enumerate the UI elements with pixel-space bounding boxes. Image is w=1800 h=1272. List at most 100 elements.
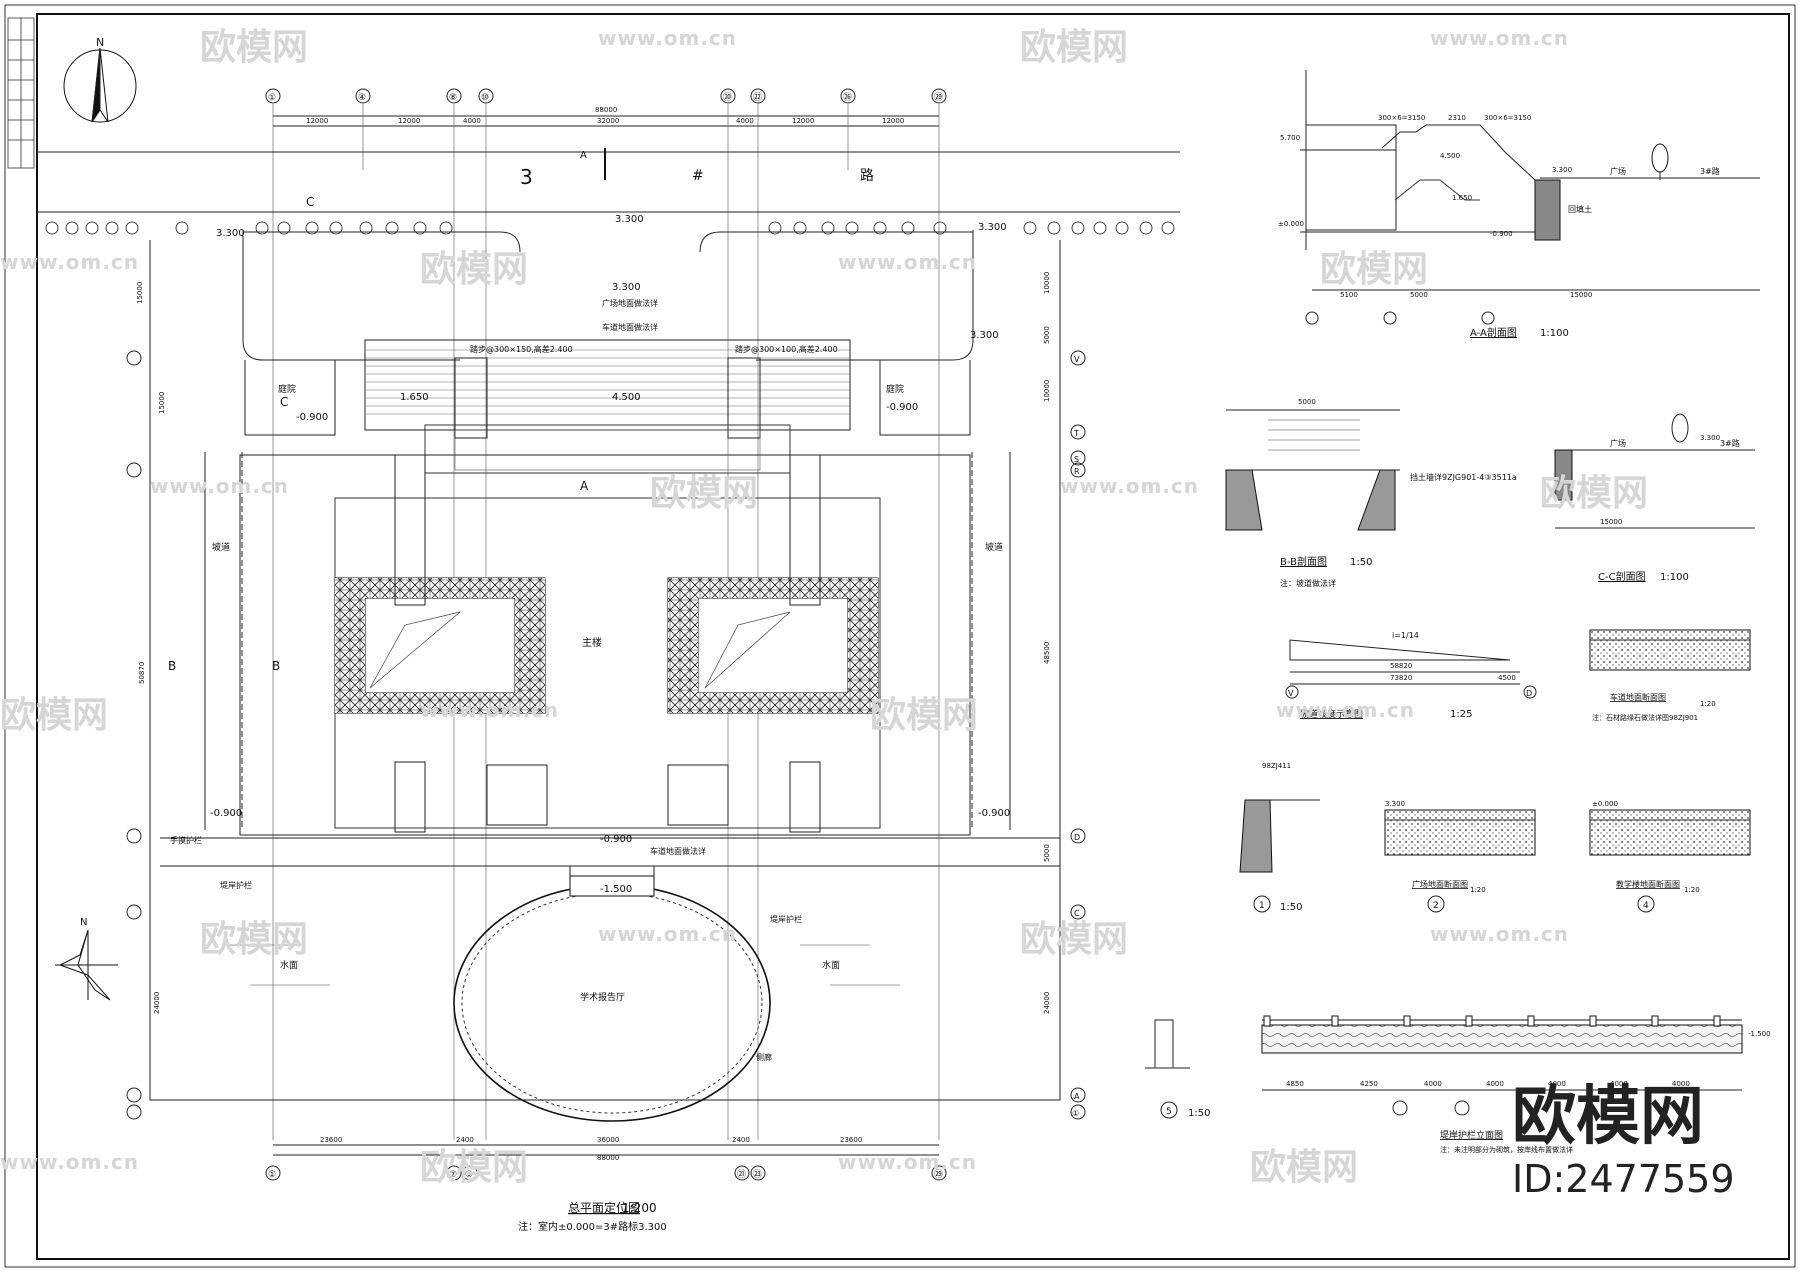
watermark-url: www.om.cn: [1430, 922, 1570, 946]
courtyard-left: 庭院: [278, 383, 296, 395]
aa-title: A-A剖面图: [1470, 326, 1517, 339]
cc-elev: 3.300: [1700, 434, 1720, 442]
elev-4: 3.300: [612, 282, 641, 293]
dim-bottom-3: 36000: [597, 1136, 619, 1144]
wind-rose: N: [55, 917, 118, 1001]
ramp-dim-1: 58820: [1390, 662, 1412, 670]
watermark-url: www.om.cn: [1276, 698, 1416, 722]
detail-1: 98ZJ411 1 1:50: [1239, 762, 1320, 913]
dim-top-1: 12000: [306, 117, 328, 125]
aa-elev-6: -0.900: [1490, 230, 1513, 238]
grid-top-10: ⑩: [481, 93, 489, 103]
d2-elev: 3.300: [1385, 800, 1405, 808]
d4-scale: 1:20: [1684, 886, 1700, 894]
dim-right-2: 5000: [1043, 326, 1051, 344]
section-a-top: A: [580, 150, 587, 161]
main-building-label: 主楼: [582, 636, 602, 649]
aa-elev-3: 4.500: [1440, 152, 1460, 160]
bb-scale: 1:50: [1350, 557, 1372, 568]
atrium-right: [667, 577, 879, 714]
north-label: N: [96, 36, 104, 49]
elev-3: 3.300: [978, 222, 1007, 233]
d2-num: 2: [1433, 901, 1439, 911]
dim-total-bottom: 88000: [597, 1154, 619, 1162]
elev-7: 4.500: [612, 392, 641, 403]
elev-6: 1.650: [400, 392, 429, 403]
section-c-mark: C: [306, 195, 314, 209]
site-plan: N ① ④ ⑧ ⑩ ⑳ ㉒ ㉖ ㉙ 88000 12000 12000: [37, 36, 1180, 1233]
watermark-brand: 欧模网: [420, 249, 529, 290]
dim-left-1: 15000: [136, 282, 144, 304]
brand-id: ID:2477559: [1512, 1157, 1735, 1201]
road-number: 3: [520, 165, 533, 189]
dim-bottom-4: 2400: [732, 1136, 750, 1144]
d4-elev: ±0.000: [1592, 800, 1618, 808]
rail-dim-3: 4000: [1424, 1080, 1442, 1088]
handrail-label: 手摸护栏: [170, 835, 202, 845]
detail-4: ±0.000 4 教学楼地面断面图 1:20: [1589, 800, 1751, 913]
grid-top: ① ④ ⑧ ⑩ ⑳ ㉒ ㉖ ㉙: [265, 88, 947, 104]
cc-road: 3#路: [1720, 438, 1740, 448]
bb-title: B-B剖面图: [1280, 555, 1327, 568]
dim-right-5: 5000: [1043, 844, 1051, 862]
rail-title: 堤岸护栏立面图: [1440, 1129, 1503, 1141]
elev-1: 3.300: [216, 228, 245, 239]
aa-road: 3#路: [1700, 166, 1720, 176]
grid-top-22: ㉒: [753, 92, 762, 103]
grid-right-r: R: [1074, 467, 1080, 476]
north-arrow: N: [63, 36, 137, 123]
brand-badge: 欧模网 ID:2477559: [1512, 1085, 1735, 1201]
rail-dim-6: 4000: [1610, 1080, 1628, 1088]
dim-right-1: 10000: [1043, 272, 1051, 294]
aa-dim-1: 5100: [1340, 291, 1358, 299]
watermark-brand: 欧模网: [870, 695, 979, 736]
d5-scale: 1:50: [1188, 1108, 1210, 1119]
elev-5: 3.300: [970, 330, 999, 341]
watermark-brand: 欧模网: [1540, 473, 1649, 514]
watermark-brand: 欧模网: [1020, 27, 1129, 68]
watermark-brand: 欧模网: [1020, 919, 1129, 960]
elev-13: -1.500: [600, 884, 632, 895]
detail-5: 5 1:50: [1145, 1019, 1210, 1119]
brand-logo: 欧模网: [1512, 1080, 1704, 1154]
watermark-url: www.om.cn: [0, 1150, 140, 1174]
section-a-mark: A: [580, 479, 589, 493]
road-3: 3 # 路 A: [37, 148, 1180, 213]
road-char: 路: [860, 168, 874, 184]
courtyard-right: 庭院: [886, 383, 904, 395]
d4-title: 教学楼地面断面图: [1616, 879, 1680, 889]
cc-scale: 1:100: [1660, 572, 1689, 583]
corridor-label: 侧廊: [756, 1052, 772, 1062]
dim-left-2: 15000: [158, 392, 166, 414]
grid-bottom-7: ⑦: [449, 1170, 457, 1180]
bank-rail-right: 堤岸护栏: [770, 914, 802, 924]
watermark-url: www.om.cn: [1060, 474, 1200, 498]
elev-12: -0.900: [600, 834, 632, 845]
grid-right-d: D: [1074, 833, 1080, 842]
dim-top-6: 12000: [792, 117, 814, 125]
watermark-url: www.om.cn: [598, 26, 738, 50]
section-b-left: B: [168, 659, 176, 673]
grid-bottom-1: ①: [268, 1170, 276, 1180]
road-section-title: 车道地面断面图: [1610, 692, 1666, 702]
dim-right-6: 24000: [1043, 992, 1051, 1014]
rail-note: 注：未注明部分为砌筑，按岸线布置做法详: [1440, 1145, 1573, 1154]
watermark-brand: 欧模网: [650, 473, 759, 514]
dim-bottom-5: 23600: [840, 1136, 862, 1144]
plan-scale: 1:200: [622, 1201, 657, 1215]
d2-scale: 1:20: [1470, 886, 1486, 894]
dim-bottom-1: 23600: [320, 1136, 342, 1144]
d1-num: 1: [1259, 901, 1265, 911]
bank-rail-left: 堤岸护栏: [220, 880, 252, 890]
cc-plaza: 广场: [1610, 438, 1626, 448]
ramp-dim-2: 73820: [1390, 674, 1412, 682]
bank-rail-elevation: 4850 4250 4000 4000 4000 4000 4000 -1.50…: [1261, 1015, 1771, 1154]
details: 广场 3#路 回填土 5.700 ±0.000 4.500 3.300 1.65…: [1145, 70, 1771, 1154]
water-left: 水面: [280, 959, 298, 971]
grid-right-s: S: [1074, 455, 1079, 464]
grid-bottom: ① ⑦ ⑨ ㉑ ㉓ ㉙: [265, 1165, 947, 1181]
section-bb: 5000 挡土墙详9ZJG901-4③3511a B-B剖面图 1:50 注：坡…: [1225, 398, 1517, 588]
watermark-brand: 欧模网: [1250, 1147, 1359, 1188]
elev-9: -0.900: [886, 402, 918, 413]
d4-num: 4: [1643, 901, 1649, 911]
